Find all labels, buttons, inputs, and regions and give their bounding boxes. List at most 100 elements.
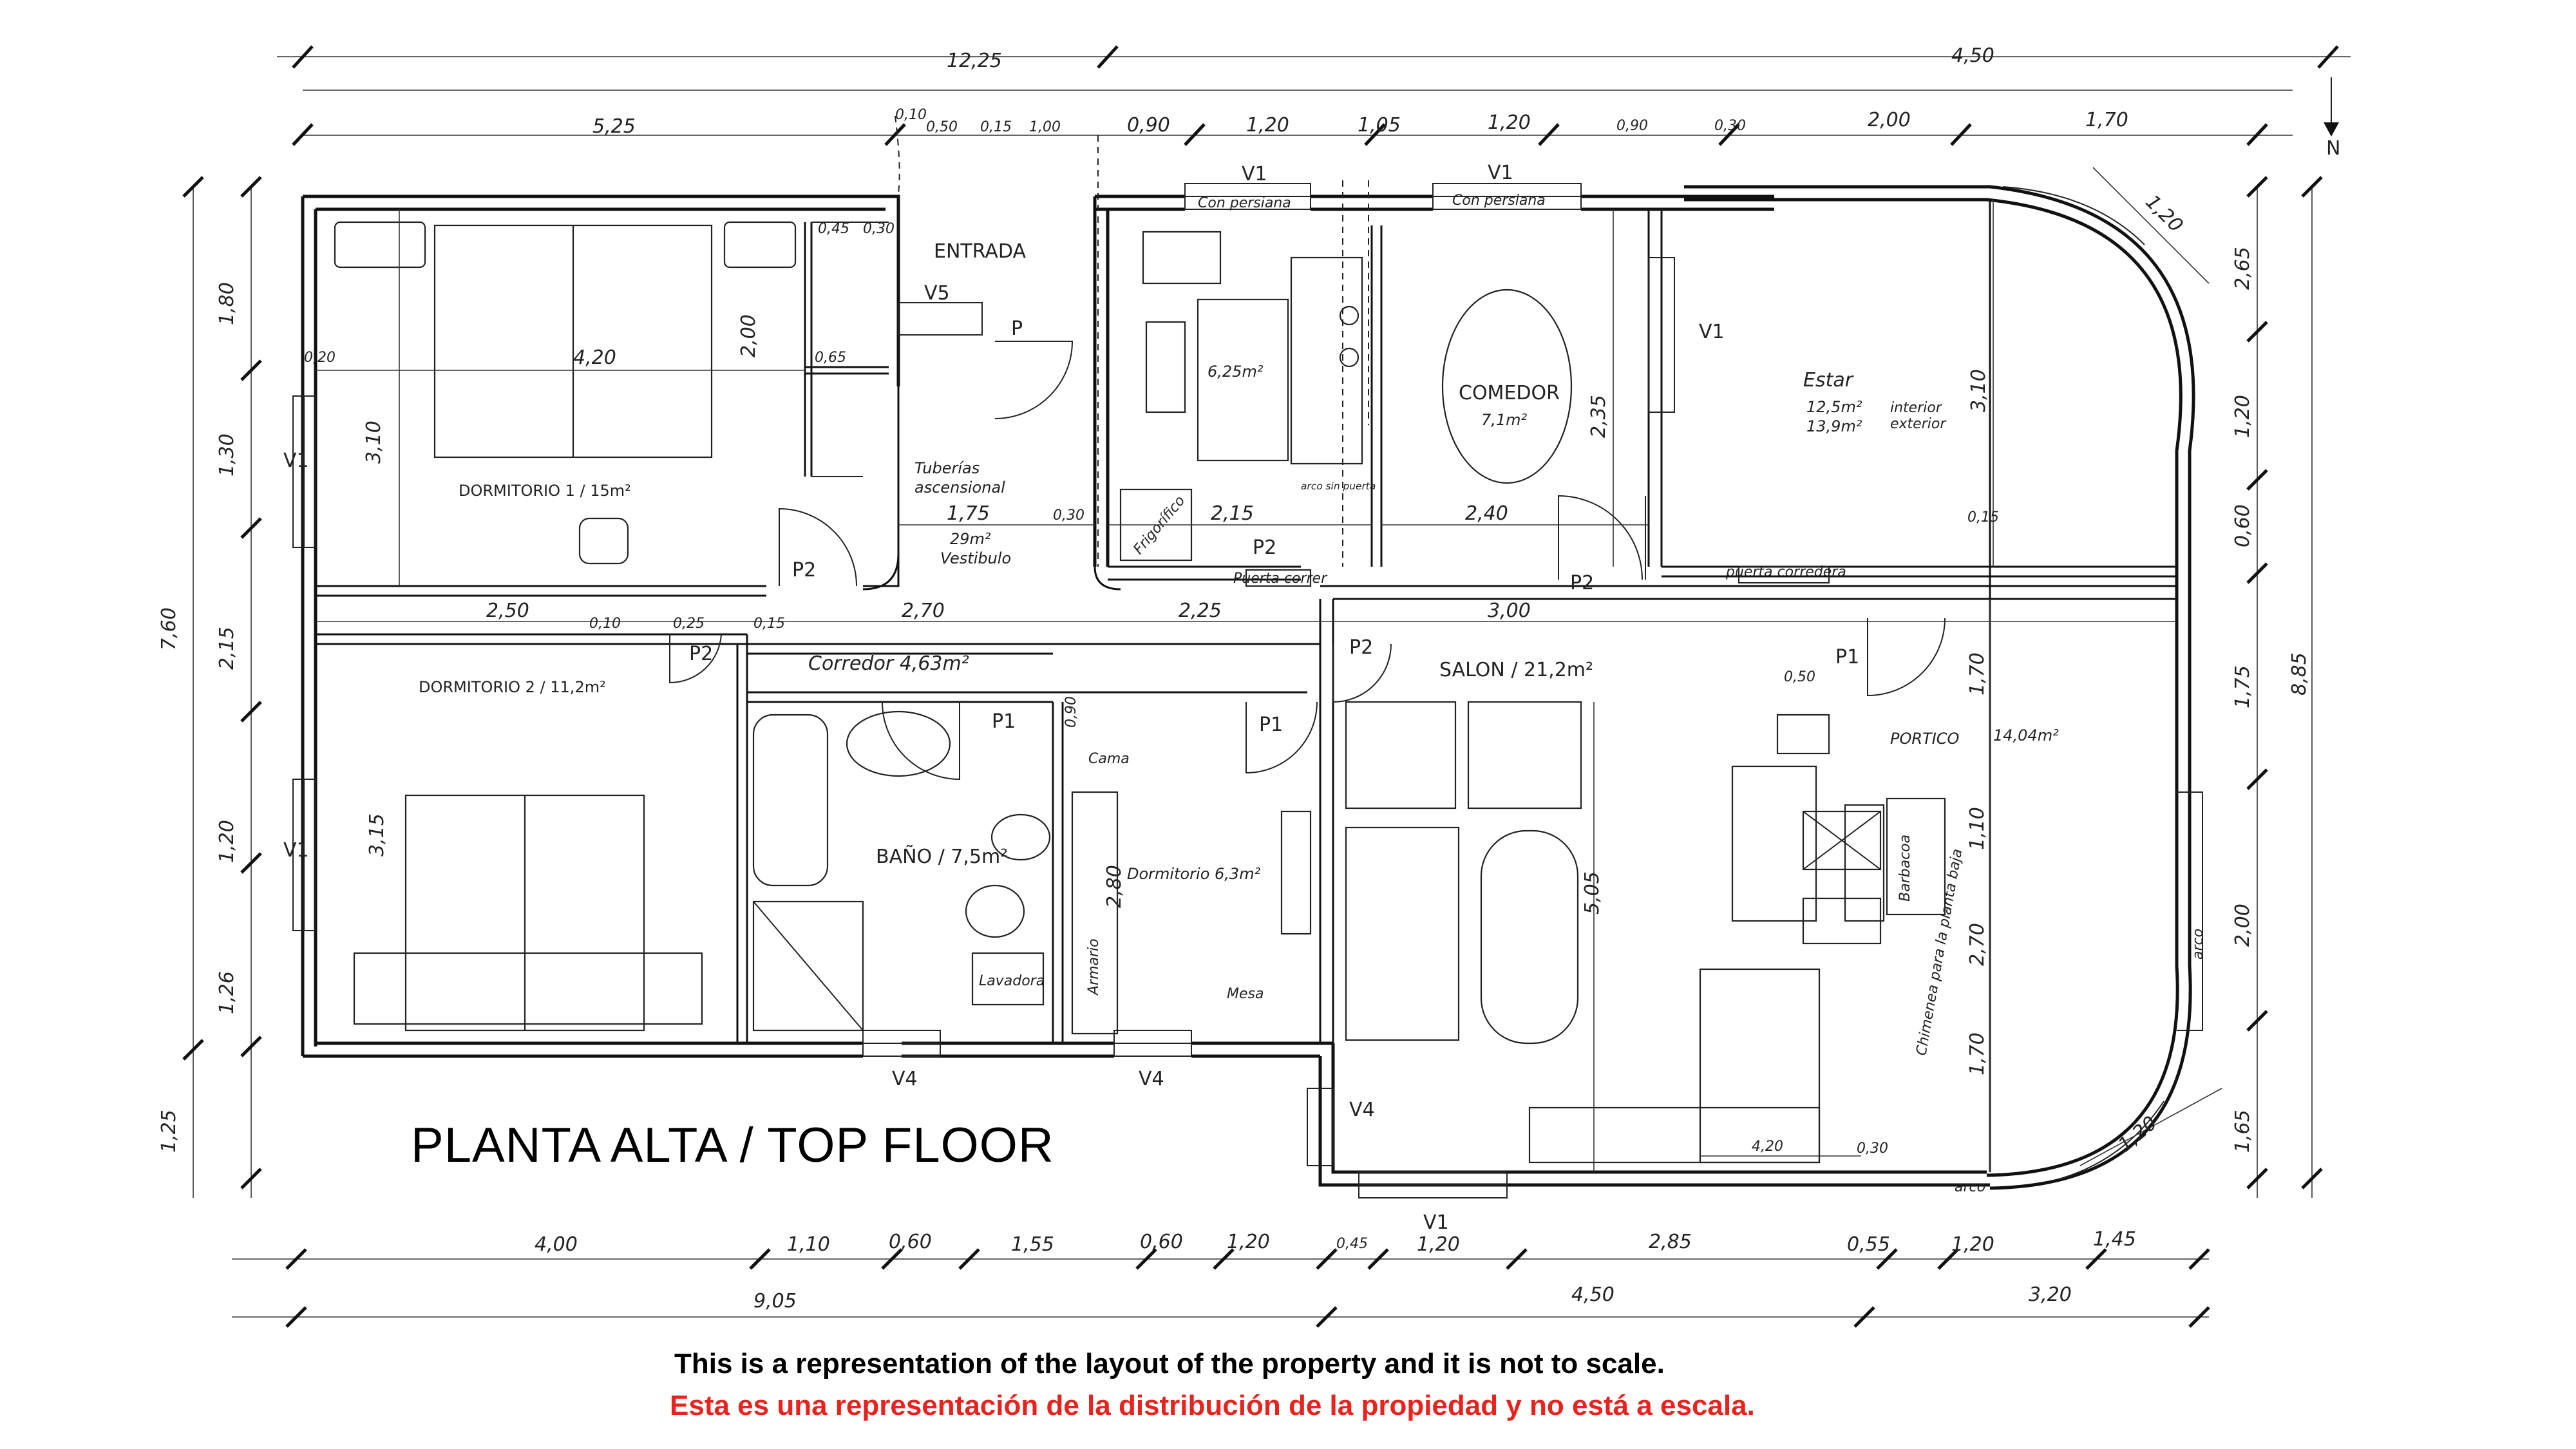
dim-right-2: 0,60 xyxy=(2231,504,2254,547)
dim-top-total-left: 12,25 xyxy=(947,50,1002,72)
label-door-p2-d: P2 xyxy=(1570,572,1594,594)
dim-bottom-8: 2,85 xyxy=(1649,1231,1692,1253)
dim-right-1: 1,20 xyxy=(2231,395,2254,438)
label-interior: interior xyxy=(1890,400,1943,416)
room-labels: ENTRADA DORMITORIO 1 / 15m² DORMITORIO 2… xyxy=(419,193,2206,1195)
dim-left-5: 1,25 xyxy=(158,1110,180,1153)
dim-d1-closet: 2,00 xyxy=(737,314,760,357)
dim-small-8: 0,15 xyxy=(1967,509,1999,526)
dim-top-0: 5,25 xyxy=(592,115,636,138)
label-door-p2-e: P2 xyxy=(1349,636,1373,659)
label-portico-area: 14,04m² xyxy=(1993,726,2059,744)
interior-walls xyxy=(316,200,2177,1172)
dim-corr-b: 2,70 xyxy=(902,600,945,622)
furniture xyxy=(334,221,1946,1164)
dim-comedor-w: 2,40 xyxy=(1465,502,1508,525)
label-corredor: Corredor 4,63m² xyxy=(808,652,969,675)
label-bano: BAÑO / 7,5m² xyxy=(876,845,1008,868)
label-dormitorio-2: DORMITORIO 2 / 11,2m² xyxy=(419,678,606,696)
top-dimension-lines: 12,25 4,50 5,25 0,10 0,50 0,15 1,00 0,90… xyxy=(277,44,2351,160)
dim-top-total-right: 4,50 xyxy=(1951,44,1994,67)
dim-right-0: 2,65 xyxy=(2231,247,2254,290)
label-window-v4-c: V4 xyxy=(1349,1099,1375,1121)
label-window-v1-c: V1 xyxy=(1242,163,1267,185)
dim-bottom-7: 1,20 xyxy=(1417,1233,1460,1256)
label-cama: Cama xyxy=(1088,751,1130,767)
label-tuberias: Tuberías xyxy=(914,459,980,477)
interior-dimensions: 4,20 3,10 2,00 0,65 2,50 2,70 2,25 3,00 … xyxy=(304,167,2222,1172)
floor-plan-title: PLANTA ALTA / TOP FLOOR xyxy=(411,1118,1054,1173)
dim-small-7: 0,50 xyxy=(1784,669,1815,685)
label-door-p1-c: P1 xyxy=(1835,646,1859,668)
dim-bottom-total-0: 9,05 xyxy=(753,1290,797,1312)
dim-top-12: 1,70 xyxy=(2085,109,2128,131)
label-window-v1-d: V1 xyxy=(1488,162,1513,184)
dim-bottom-4: 0,60 xyxy=(1140,1231,1183,1253)
label-door-p: P xyxy=(1011,317,1023,340)
dim-small-9: 0,30 xyxy=(1857,1141,1888,1157)
dim-top-9: 0,90 xyxy=(1616,118,1648,134)
dim-top-7: 1,05 xyxy=(1358,114,1401,137)
dim-bottom-11: 1,45 xyxy=(2093,1228,2136,1251)
dim-left-2: 2,15 xyxy=(216,627,238,670)
dim-comedor-h: 2,35 xyxy=(1587,395,1610,438)
dim-vest-b: 0,30 xyxy=(1053,507,1084,524)
dim-d1-depth: 3,10 xyxy=(363,421,385,464)
label-door-p2-b: P2 xyxy=(689,643,713,665)
dim-right-total: 8,85 xyxy=(2288,652,2311,696)
dim-bottom-total-2: 3,20 xyxy=(2029,1283,2072,1306)
bottom-dimension-lines: 4,00 1,10 0,60 1,55 0,60 1,20 0,45 1,20 … xyxy=(232,1228,2210,1328)
label-dormitorio-3: Dormitorio 6,3m² xyxy=(1127,865,1261,883)
label-arco-bottom: arco xyxy=(1955,1179,1985,1195)
dim-bottom-1: 1,10 xyxy=(787,1233,830,1256)
label-salon: SALON / 21,2m² xyxy=(1439,659,1593,681)
dim-bottom-2: 0,60 xyxy=(889,1231,932,1253)
dim-dorm3-h: 2,80 xyxy=(1103,865,1126,908)
label-chimenea: Chimenea para la planta baja xyxy=(1913,848,1965,1057)
label-door-p2-c: P2 xyxy=(1253,536,1276,559)
dim-right-5: 1,65 xyxy=(2231,1110,2254,1153)
label-con-persiana-1: Con persiana xyxy=(1198,195,1291,211)
dim-d1-width: 4,20 xyxy=(573,346,616,369)
label-mesa: Mesa xyxy=(1227,986,1264,1002)
dim-portico-c: 2,70 xyxy=(1966,923,1989,966)
dim-small-6: 0,90 xyxy=(1063,696,1079,728)
dim-small-2: 0,20 xyxy=(304,350,336,366)
label-con-persiana-2: Con persiana xyxy=(1452,193,1546,209)
dim-small-4: 0,25 xyxy=(673,616,705,632)
label-door-p1-b: P1 xyxy=(1259,714,1283,736)
dim-top-11: 2,00 xyxy=(1868,109,1911,131)
dim-left-0: 1,80 xyxy=(216,282,238,325)
dim-d1-closet-w: 0,65 xyxy=(815,350,846,366)
label-window-v4-b: V4 xyxy=(1139,1068,1164,1090)
doors xyxy=(669,115,1946,781)
dim-top-4: 1,00 xyxy=(1029,119,1061,135)
label-comedor: COMEDOR xyxy=(1459,382,1560,404)
dim-top-2: 0,50 xyxy=(926,119,958,135)
dim-portico-d: 1,70 xyxy=(1966,1032,1989,1075)
dim-bottom-10: 1,20 xyxy=(1951,1233,1994,1256)
dim-small-3: 0,10 xyxy=(589,616,621,632)
dim-bottom-9: 0,55 xyxy=(1847,1233,1890,1256)
dim-right-3: 1,75 xyxy=(2231,665,2254,708)
label-vestibulo: Vestibulo xyxy=(940,549,1011,567)
label-window-v1-f: V1 xyxy=(1423,1211,1449,1234)
dim-top-10: 0,30 xyxy=(1714,118,1746,134)
label-window-v1-b: V1 xyxy=(283,839,309,862)
dim-chim: 4,20 xyxy=(1752,1139,1783,1155)
label-exterior: exterior xyxy=(1890,416,1947,432)
dim-small-5: 0,15 xyxy=(753,616,785,632)
label-door-p2-a: P2 xyxy=(792,559,816,582)
dim-portico-a: 1,70 xyxy=(1966,652,1989,696)
label-entrada: ENTRADA xyxy=(934,240,1026,263)
label-vestibulo-area: 29m² xyxy=(950,530,991,548)
north-indicator: N xyxy=(2326,137,2340,160)
dim-left-3: 1,20 xyxy=(216,820,238,863)
dim-top-3: 0,15 xyxy=(980,119,1012,135)
dim-bottom-5: 1,20 xyxy=(1227,1231,1270,1253)
dim-corr-c: 2,25 xyxy=(1179,600,1222,622)
dim-top-6: 1,20 xyxy=(1246,114,1289,137)
label-window-v5: V5 xyxy=(924,282,950,305)
label-estar: Estar xyxy=(1803,369,1854,392)
